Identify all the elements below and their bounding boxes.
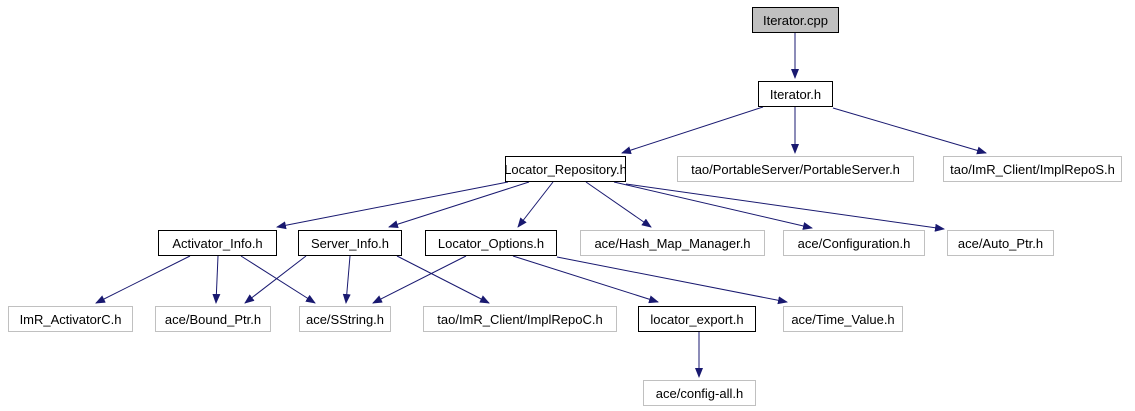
node-configuration_h: ace/Configuration.h [783,230,925,256]
node-portableserver_h: tao/PortableServer/PortableServer.h [677,156,914,182]
node-activator_info_h[interactable]: Activator_Info.h [158,230,277,256]
edge-server_info_h-bound_ptr_h [244,255,307,304]
node-label: ace/SString.h [305,311,385,327]
node-iterator_cpp: Iterator.cpp [752,7,839,33]
edge-locator_repository_h-server_info_h [388,181,530,229]
node-label: Iterator.h [769,86,822,102]
node-label: tao/PortableServer/PortableServer.h [691,161,900,177]
edge-server_info_h-sstring_h [342,255,351,304]
node-label: ImR_ActivatorC.h [19,311,122,327]
edge-activator_info_h-sstring_h [240,255,316,304]
edge-locator_options_h-locator_export_h [512,255,659,304]
edge-locator_options_h-time_value_h [556,256,788,305]
node-hash_map_manager_h: ace/Hash_Map_Manager.h [580,230,765,256]
node-label: ace/config-all.h [655,385,744,401]
node-bound_ptr_h: ace/Bound_Ptr.h [155,306,271,332]
node-time_value_h: ace/Time_Value.h [783,306,903,332]
edge-group [95,33,987,378]
node-implrepos_h: tao/ImR_Client/ImplRepoS.h [943,156,1122,182]
node-sstring_h: ace/SString.h [299,306,391,332]
node-imr_activatorc_h: ImR_ActivatorC.h [8,306,133,332]
edge-server_info_h-implrepoc_h [396,255,490,304]
edge-iterator_h-implrepos_h [832,107,987,155]
edge-activator_info_h-bound_ptr_h [212,255,221,304]
edge-locator_options_h-sstring_h [372,255,467,304]
node-label: ace/Time_Value.h [791,311,895,327]
node-locator_export_h[interactable]: locator_export.h [638,306,756,332]
node-label: ace/Configuration.h [797,235,911,251]
node-config_all_h: ace/config-all.h [643,380,756,406]
node-label: Locator_Options.h [437,235,545,251]
edge-locator_repository_h-activator_info_h [276,181,509,230]
node-locator_repository_h[interactable]: Locator_Repository.h [504,156,627,182]
node-label: locator_export.h [650,311,744,327]
node-implrepoc_h: tao/ImR_Client/ImplRepoC.h [423,306,617,332]
node-server_info_h[interactable]: Server_Info.h [298,230,402,256]
node-label: Server_Info.h [310,235,390,251]
node-label: ace/Hash_Map_Manager.h [594,235,751,251]
node-label: tao/ImR_Client/ImplRepoC.h [437,311,603,327]
node-label: tao/ImR_Client/ImplRepoS.h [950,161,1115,177]
edge-locator_repository_h-auto_ptr_h [625,183,945,232]
node-label: Iterator.cpp [762,12,829,28]
node-label: Activator_Info.h [172,235,263,251]
node-auto_ptr_h: ace/Auto_Ptr.h [947,230,1054,256]
edge-activator_info_h-imr_activatorc_h [95,255,191,304]
node-iterator_h[interactable]: Iterator.h [758,81,833,107]
node-label: ace/Auto_Ptr.h [957,235,1044,251]
edge-locator_repository_h-locator_options_h [517,181,554,228]
node-label: Locator_Repository.h [504,161,627,177]
edge-locator_repository_h-hash_map_manager_h [585,181,652,228]
node-locator_options_h[interactable]: Locator_Options.h [425,230,557,256]
edge-locator_repository_h-configuration_h [613,181,813,230]
node-label: ace/Bound_Ptr.h [164,311,262,327]
edge-iterator_h-locator_repository_h [621,106,764,155]
